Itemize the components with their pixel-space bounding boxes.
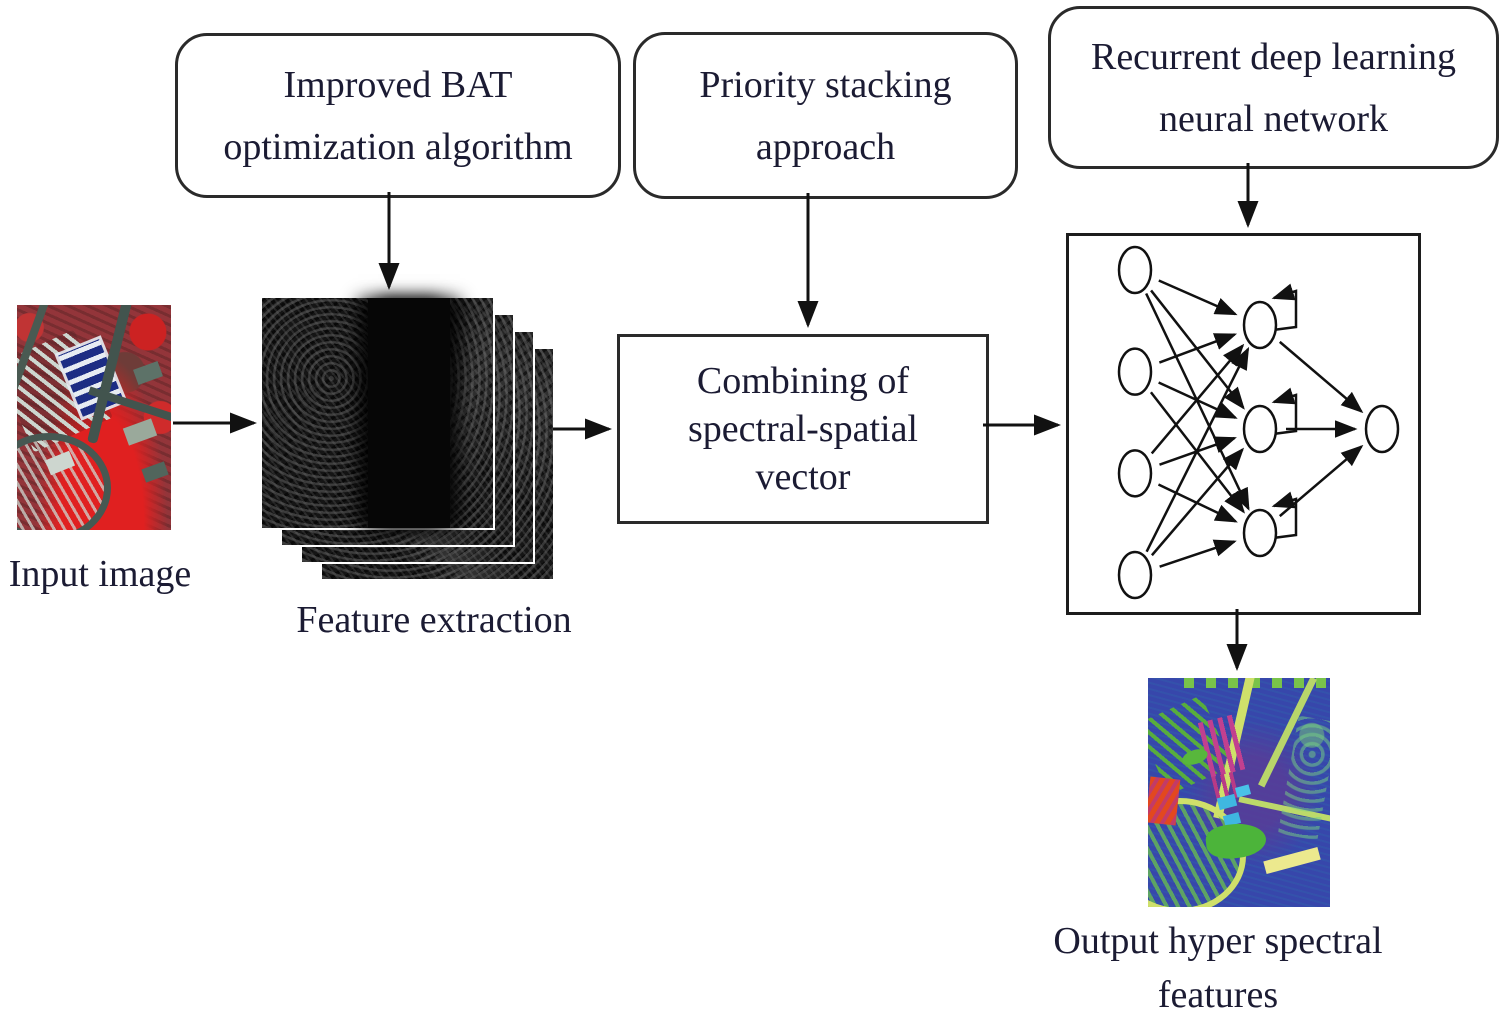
- feature-band-layer-front: [262, 298, 493, 528]
- feature-band-dark-stripe: [368, 298, 450, 528]
- input-image-loop-road: [17, 433, 111, 530]
- caption-output-line2: features: [1157, 974, 1279, 1016]
- caption-output-line1: Output hyper spectral: [1053, 920, 1383, 962]
- box-combining-line2: spectral-spatial: [687, 408, 918, 450]
- recurrent-neural-network-box: [1066, 233, 1421, 615]
- input-image-building: [141, 461, 169, 483]
- box-recurrent-line1: Recurrent deep learning: [1090, 35, 1457, 78]
- box-improved-bat-line1: Improved BAT: [283, 63, 513, 106]
- box-recurrent-line2: neural network: [1159, 97, 1388, 140]
- input-image-thumbnail: [17, 305, 171, 530]
- box-recurrent-deep-learning: Recurrent deep learning neural network: [1048, 6, 1499, 169]
- box-improved-bat-line2: optimization algorithm: [223, 125, 573, 168]
- output-map-red-patch: [1148, 776, 1181, 826]
- output-map-cyan-block: [1234, 784, 1252, 798]
- feature-extraction-stack: [262, 298, 554, 580]
- input-image-building: [122, 418, 158, 446]
- box-priority-line2: approach: [755, 125, 896, 168]
- box-priority-line1: Priority stacking: [699, 63, 952, 106]
- output-hyperspectral-map: [1148, 678, 1330, 907]
- caption-feature-extraction: Feature extraction: [296, 599, 572, 641]
- box-improved-bat-optimization: Improved BAT optimization algorithm: [175, 33, 621, 198]
- output-map-green-strip: [1184, 678, 1330, 688]
- box-combining-line1: Combining of: [696, 360, 910, 402]
- input-image-building: [133, 361, 163, 385]
- box-combining-line3: vector: [755, 456, 851, 498]
- caption-input-image: Input image: [8, 553, 192, 595]
- output-map-yellow-building: [1263, 846, 1321, 875]
- box-combining-spectral-spatial: Combining of spectral-spatial vector: [617, 334, 989, 524]
- caption-output-features: Output hyper spectral features: [1033, 914, 1403, 1018]
- box-priority-stacking: Priority stacking approach: [633, 32, 1018, 199]
